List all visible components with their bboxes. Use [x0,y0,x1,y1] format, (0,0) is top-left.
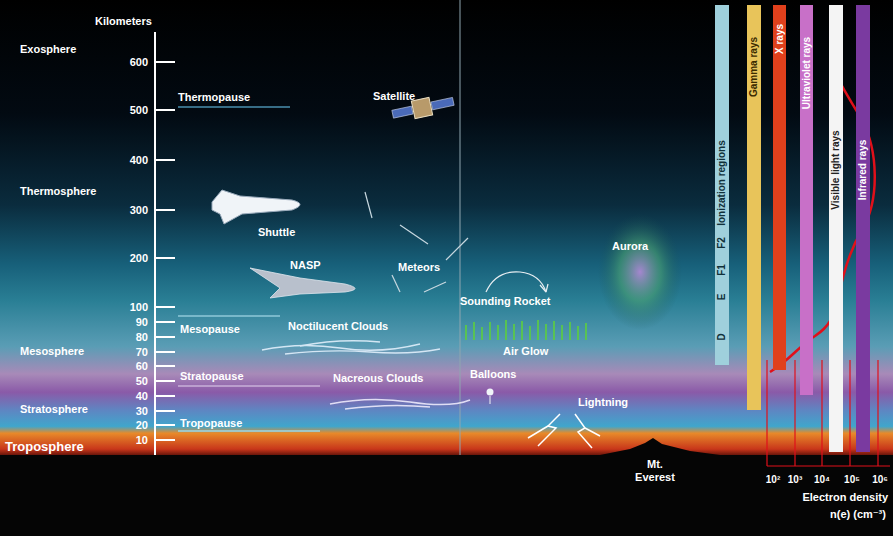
feature-label: NASP [290,259,321,272]
feature-label: Shuttle [258,226,295,239]
feature-label: Stratopause [180,370,244,383]
feature-label: Lightning [578,396,628,409]
density-tick: 10⁶ [872,474,888,486]
density-tick: 10⁴ [814,474,830,486]
altitude-tick: 80 [136,331,148,344]
feature-label: Exosphere [20,43,76,56]
bar-label: X rays [775,24,785,54]
altitude-tick: 200 [130,252,148,265]
feature-label: Meteors [398,261,440,274]
feature-label: n(e) (cm⁻³) [830,508,886,521]
feature-label: Balloons [470,368,516,381]
altitude-tick: 600 [130,56,148,69]
feature-label: Kilometers [95,15,152,28]
ionization-bar: Ionization regionsF2F1E D [715,5,729,365]
feature-label: Mesosphere [20,345,84,358]
bar-heading: Ionization regions [717,140,727,226]
ultraviolet-bar: Ultraviolet rays [800,5,813,395]
density-tick: 10² [766,474,780,486]
feature-label: Thermopause [178,91,250,104]
feature-label: Sounding Rocket [460,295,550,308]
gamma-ray-bar: Gamma rays [747,5,761,410]
feature-label: Tropopause [180,417,242,430]
bar-label: E [717,294,727,301]
altitude-tick: 70 [136,346,148,359]
feature-label: Air Glow [503,345,548,358]
altitude-tick: 100 [130,301,148,314]
feature-label: Troposphere [5,440,84,455]
altitude-tick: 500 [130,104,148,117]
x-ray-bar: X rays [773,5,786,370]
altitude-tick: 40 [136,390,148,403]
feature-label: Mesopause [180,323,240,336]
altitude-tick: 10 [136,434,148,447]
bar-label: F1 [717,264,727,276]
feature-label: Nacreous Clouds [333,372,423,385]
feature-label: Aurora [612,240,648,253]
bar-label: Visible light rays [831,130,841,209]
bar-label: F2 [717,237,727,249]
altitude-tick: 60 [136,360,148,373]
bar-label: Gamma rays [749,37,759,97]
feature-label: Electron density [802,491,888,504]
density-tick: 10³ [788,474,802,486]
altitude-tick: 50 [136,375,148,388]
altitude-tick: 400 [130,154,148,167]
bar-label: D [717,333,727,340]
altitude-tick: 20 [136,419,148,432]
infrared-bar: Infrared rays [856,5,870,452]
visible-light-bar: Visible light rays [829,5,843,452]
feature-label: Satellite [373,90,415,103]
altitude-tick: 30 [136,405,148,418]
bar-label: Ultraviolet rays [802,37,812,109]
feature-label: Noctilucent Clouds [288,320,388,333]
altitude-tick: 300 [130,204,148,217]
feature-label: Mt. Everest [628,458,682,483]
feature-label: Thermosphere [20,185,96,198]
bar-label: Infrared rays [858,140,868,201]
density-tick: 10⁵ [844,474,860,486]
feature-label: Stratosphere [20,403,88,416]
altitude-tick: 90 [136,316,148,329]
